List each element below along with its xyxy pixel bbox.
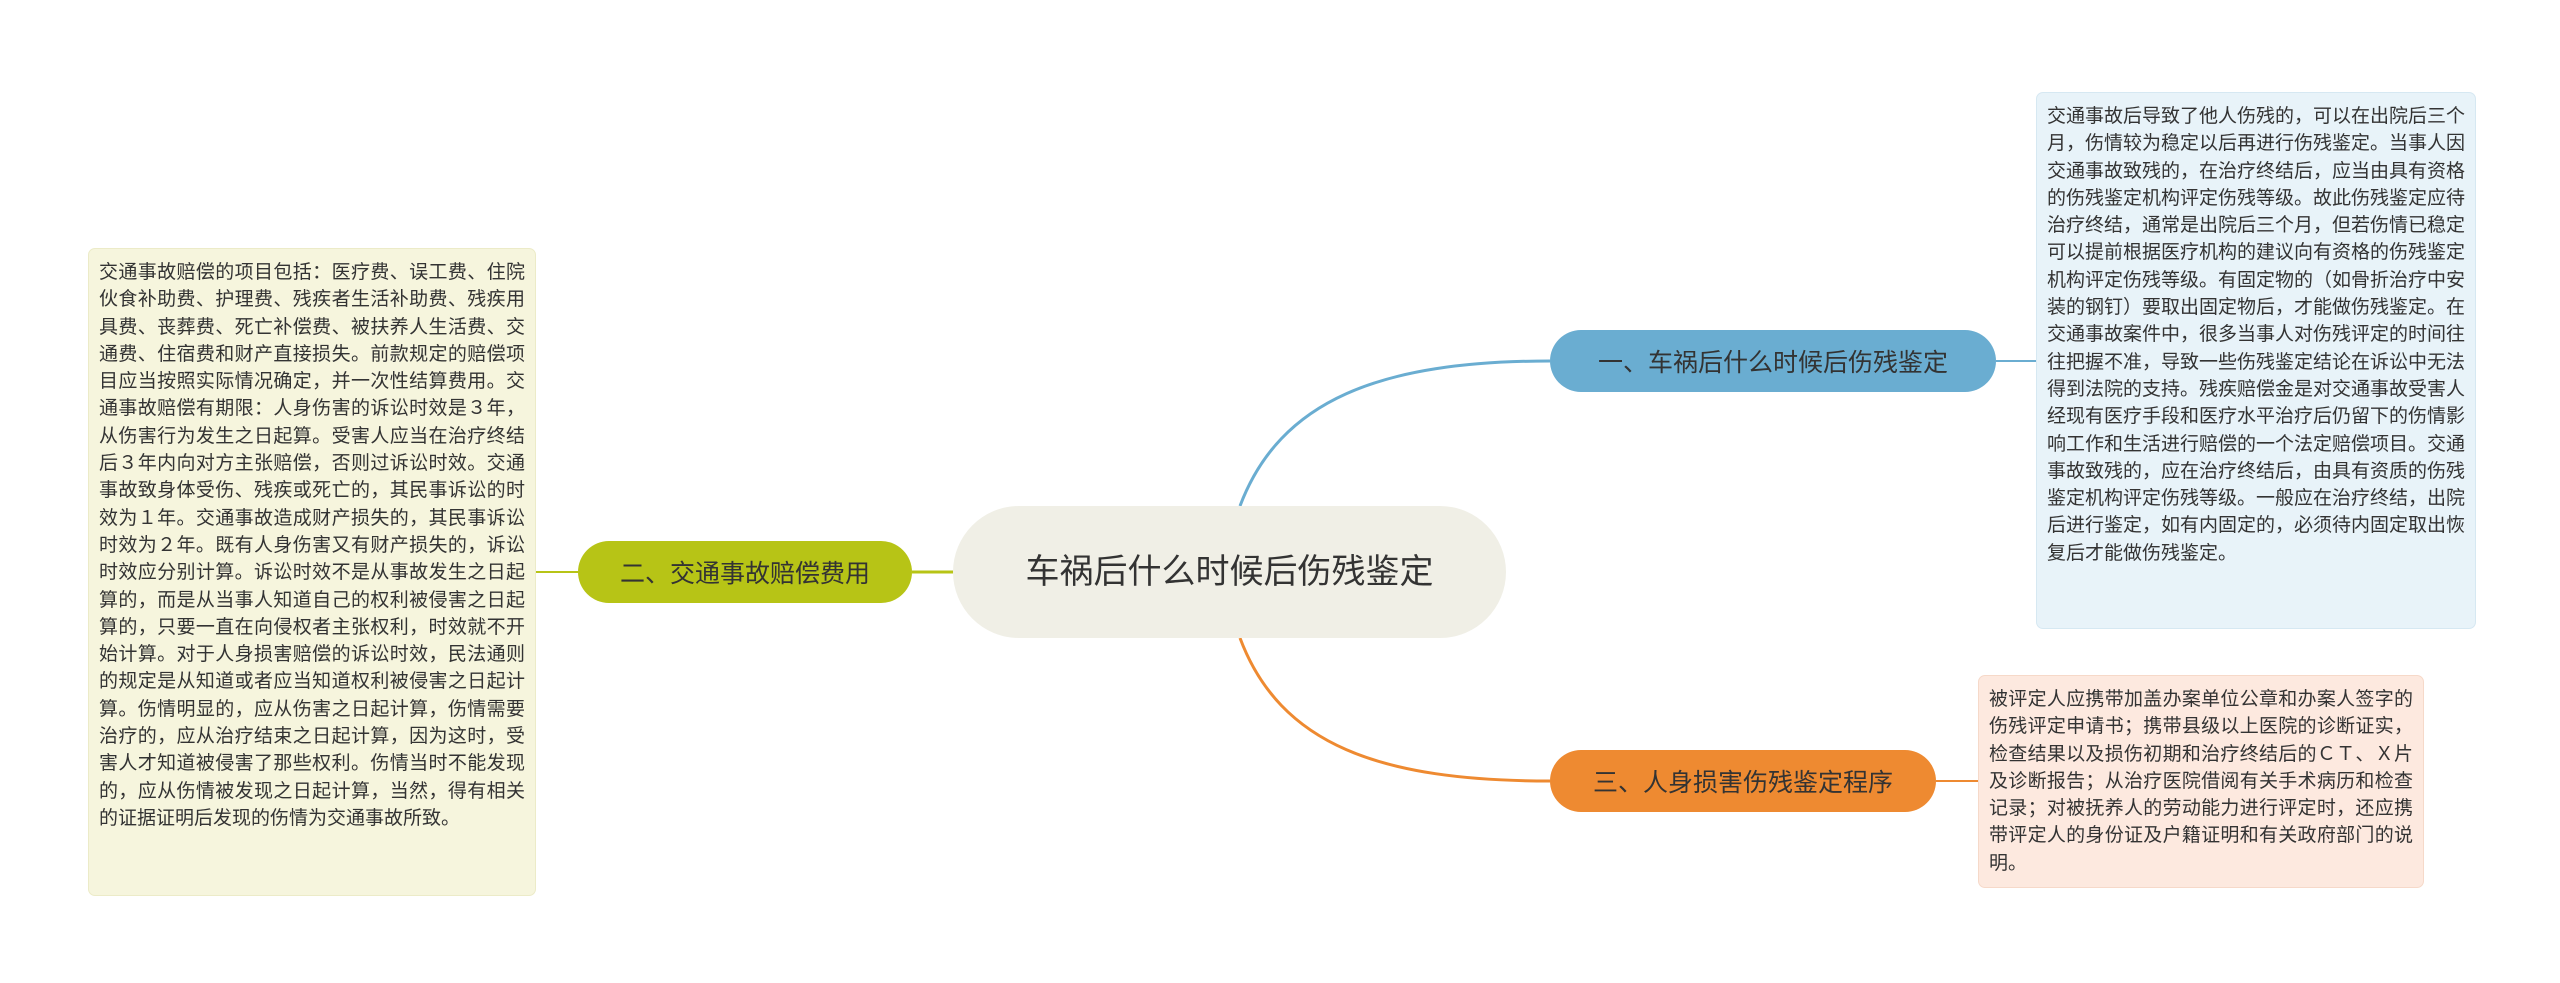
branch-topic-1-label: 一、车祸后什么时候后伤残鉴定 [1597,348,1948,377]
connector-central-to-branch-3 [1238,637,1551,783]
central-topic[interactable]: 车祸后什么时候后伤残鉴定 [953,506,1506,638]
branch-topic-2-label: 二、交通事故赔偿费用 [619,559,870,588]
branch-topic-3-label: 三、人身损害伤残鉴定程序 [1592,768,1893,797]
branch-topic-2[interactable]: 二、交通事故赔偿费用 [578,541,912,603]
connector-central-to-branch-1 [1238,359,1551,507]
central-topic-label: 车祸后什么时候后伤残鉴定 [1025,552,1434,592]
branch-topic-1[interactable]: 一、车祸后什么时候后伤残鉴定 [1550,330,1996,392]
note-branch-1: 交通事故后导致了他人伤残的，可以在出院后三个月，伤情较为稳定以后再进行伤残鉴定。… [2036,92,2476,629]
note-branch-3-text: 被评定人应携带加盖办案单位公章和办案人签字的伤残评定申请书；携带县级以上医院的诊… [1989,688,2413,874]
note-branch-2: 交通事故赔偿的项目包括：医疗费、误工费、住院伙食补助费、护理费、残疾者生活补助费… [88,248,536,896]
note-branch-3: 被评定人应携带加盖办案单位公章和办案人签字的伤残评定申请书；携带县级以上医院的诊… [1978,675,2424,888]
branch-topic-3[interactable]: 三、人身损害伤残鉴定程序 [1550,750,1936,812]
note-branch-1-text: 交通事故后导致了他人伤残的，可以在出院后三个月，伤情较为稳定以后再进行伤残鉴定。… [2047,105,2466,564]
note-branch-2-text: 交通事故赔偿的项目包括：医疗费、误工费、住院伙食补助费、护理费、残疾者生活补助费… [99,261,525,829]
